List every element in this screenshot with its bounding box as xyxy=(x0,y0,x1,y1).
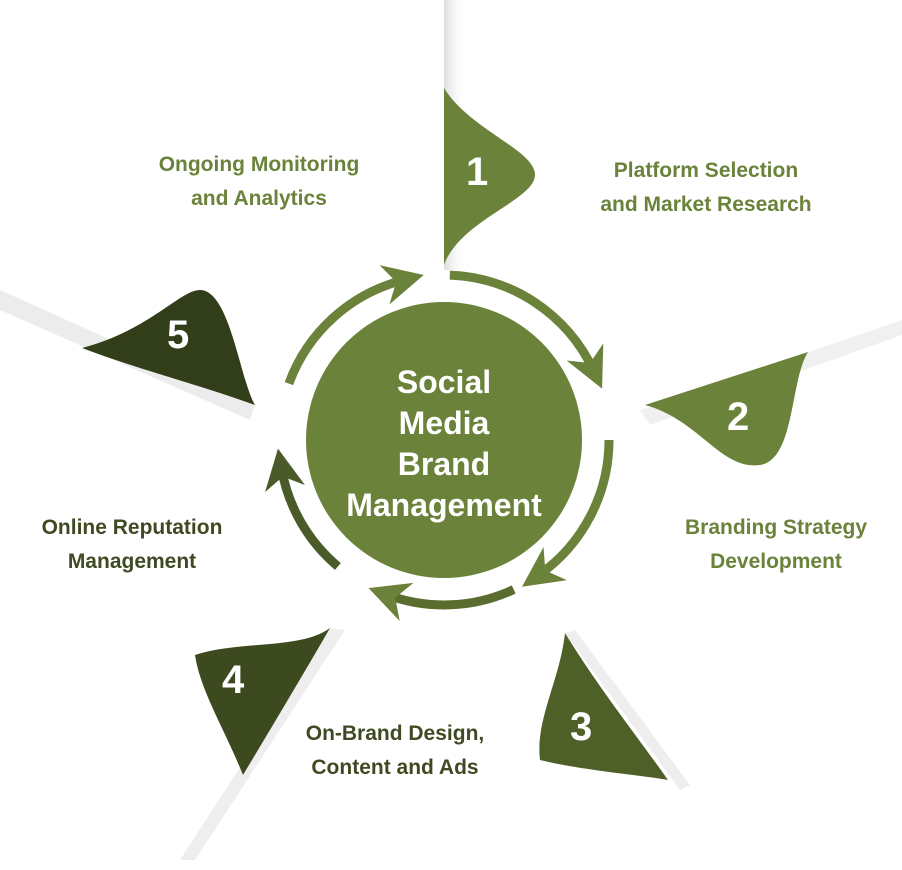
step-1-label: Platform Selection and Market Research xyxy=(575,154,837,222)
center-circle xyxy=(306,302,582,578)
label-line: and Analytics xyxy=(191,187,327,210)
label-line: Platform Selection xyxy=(613,159,799,182)
center-title-line: Social xyxy=(396,364,492,400)
step-2-label: Branding Strategy Development xyxy=(660,511,892,579)
label-line: Development xyxy=(710,550,842,573)
step-2-tab xyxy=(645,352,808,466)
arrow-3-to-4 xyxy=(368,582,516,621)
center-title-line: Brand xyxy=(397,446,491,482)
step-5-number: 5 xyxy=(167,313,190,357)
label-line: Management xyxy=(67,550,197,573)
step-5-label: Ongoing Monitoring and Analytics xyxy=(128,148,390,216)
step-3-number: 3 xyxy=(570,705,593,749)
arrow-2-to-3 xyxy=(522,439,614,587)
fold-shadow xyxy=(565,630,690,790)
label-line: Branding Strategy xyxy=(684,516,868,539)
arrow-4-to-5 xyxy=(265,448,341,570)
label-line: Content and Ads xyxy=(311,756,479,779)
center-title: Social Media Brand Management xyxy=(314,362,574,526)
step-5-tab xyxy=(82,290,255,405)
arrow-5-to-1 xyxy=(284,265,424,386)
step-3-tab xyxy=(539,633,668,780)
fold-shadow xyxy=(180,628,345,860)
step-4-number: 4 xyxy=(222,658,245,702)
label-line: Ongoing Monitoring xyxy=(158,153,360,176)
step-1-number: 1 xyxy=(466,150,489,194)
step-2-number: 2 xyxy=(727,395,750,439)
center-title-line: Management xyxy=(346,487,542,523)
step-4-tab xyxy=(195,628,330,775)
label-line: Online Reputation xyxy=(41,516,223,539)
center-title-line: Media xyxy=(398,405,490,441)
step-3-label: On-Brand Design, Content and Ads xyxy=(280,717,510,785)
arrow-1-to-2 xyxy=(449,270,604,389)
label-line: and Market Research xyxy=(600,193,812,216)
step-1-tab xyxy=(444,88,535,265)
label-line: On-Brand Design, xyxy=(305,722,485,745)
step-4-label: Online Reputation Management xyxy=(12,511,252,579)
